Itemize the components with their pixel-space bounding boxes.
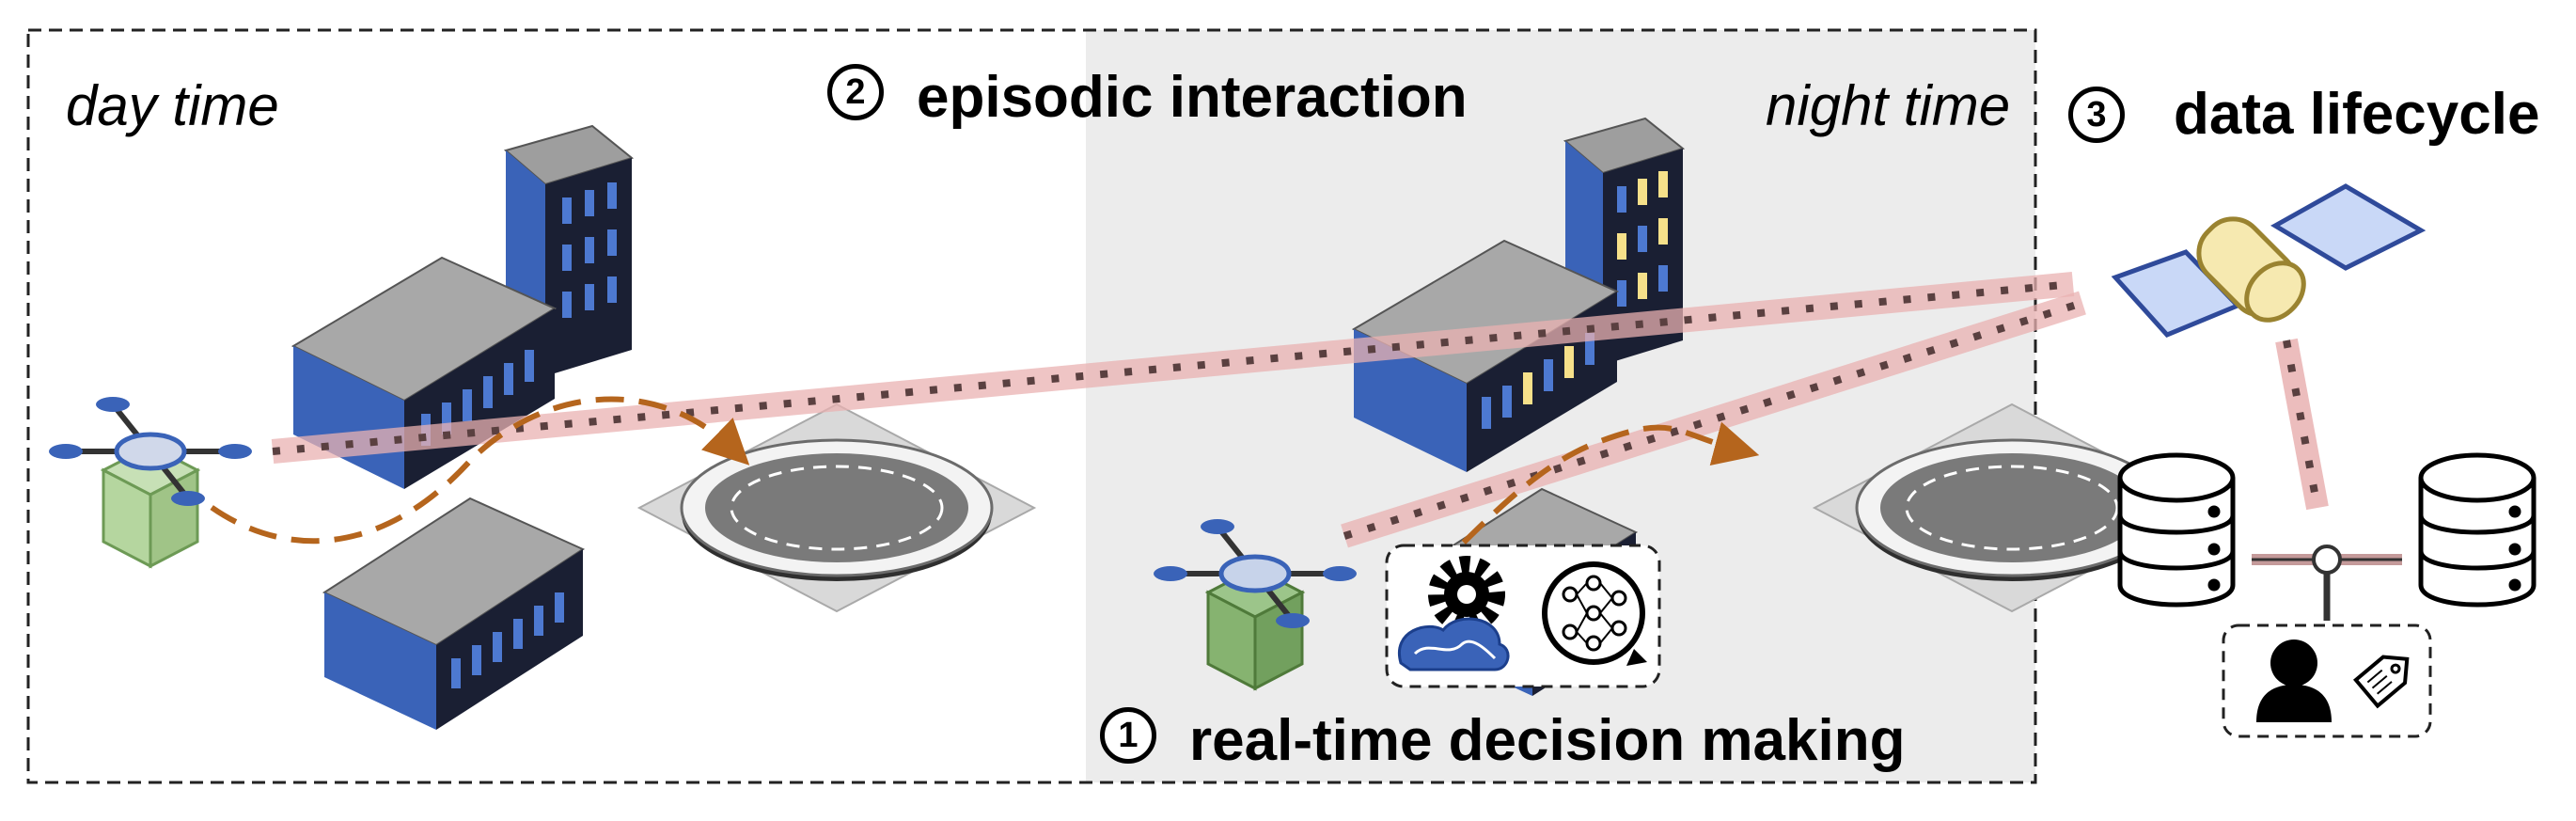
satellite-icon xyxy=(2111,183,2427,338)
marker-three: 3 xyxy=(2068,87,2125,143)
night-trajectory-arrow xyxy=(1399,421,1760,605)
data-lifecycle-label: data lifecycle xyxy=(2174,82,2540,147)
database-left-icon xyxy=(2117,452,2236,608)
network-connector-icon xyxy=(2252,545,2402,621)
user-icon xyxy=(2256,639,2332,722)
day-helipad xyxy=(637,403,1036,613)
day-building-tall xyxy=(503,124,635,376)
communication-links xyxy=(271,272,2329,548)
day-time-label: day time xyxy=(66,74,279,137)
neural-network-icon xyxy=(1542,561,1647,666)
gear-icon xyxy=(1428,556,1505,633)
night-drone-icon xyxy=(1154,519,1357,691)
marker-two: 2 xyxy=(827,64,884,120)
episodic-interaction-label: episodic interaction xyxy=(917,65,1468,130)
day-trajectory-arrow xyxy=(176,396,750,545)
realtime-decision-label: real-time decision making xyxy=(1189,708,1906,773)
database-right-icon xyxy=(2418,452,2537,608)
night-time-label: night time xyxy=(1766,74,2011,137)
day-building-low xyxy=(322,497,586,730)
tag-icon xyxy=(2352,655,2410,709)
brain-icon xyxy=(1397,617,1510,671)
day-drone-icon xyxy=(49,397,252,569)
environment-frame xyxy=(26,28,2037,784)
marker-one: 1 xyxy=(1100,707,1156,764)
